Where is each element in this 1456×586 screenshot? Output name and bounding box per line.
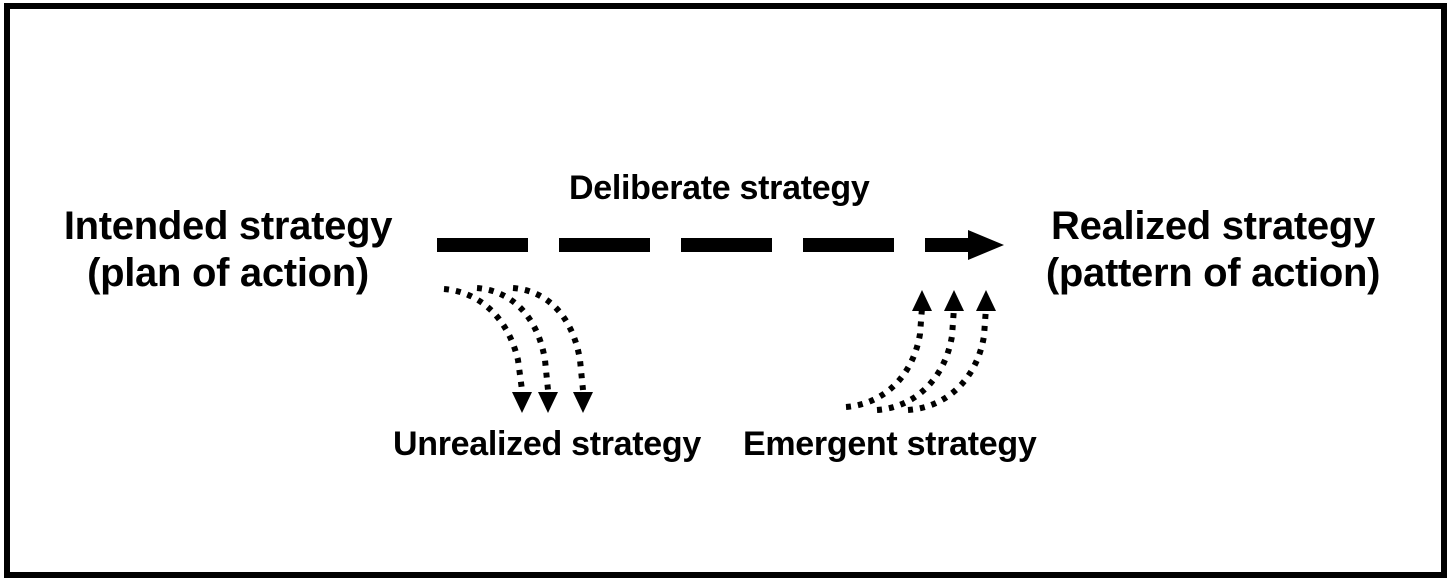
label-deliberate-strategy: Deliberate strategy <box>569 169 870 207</box>
unrealized-curve-3 <box>512 285 586 391</box>
unrealized-arrowhead-icon-3 <box>573 392 593 413</box>
deliberate-dash-3 <box>681 238 772 252</box>
deliberate-dash-1 <box>437 238 528 252</box>
unrealized-arrowhead-icon-2 <box>538 392 558 413</box>
unrealized-curve-2 <box>476 285 551 391</box>
unrealized-strategy-arrows <box>443 285 586 391</box>
emergent-arrowhead-icon-2 <box>944 290 964 311</box>
emergent-curve-1 <box>845 307 925 410</box>
label-realized-strategy-line2: (pattern of action) <box>1045 251 1381 296</box>
outer-frame <box>4 3 1447 578</box>
label-emergent-strategy: Emergent strategy <box>743 425 1037 463</box>
label-intended-strategy-line2: (plan of action) <box>87 251 369 296</box>
emergent-curve-3 <box>907 307 989 413</box>
label-intended-strategy: Intended strategy (plan of action) <box>46 203 410 297</box>
deliberate-dash-5 <box>925 238 973 252</box>
deliberate-arrowhead-icon <box>968 230 1004 260</box>
unrealized-curve-1 <box>443 286 525 391</box>
unrealized-arrowhead-icon-1 <box>512 392 532 413</box>
deliberate-dash-4 <box>803 238 894 252</box>
emergent-arrowhead-icon-1 <box>912 290 932 311</box>
emergent-curve-2 <box>876 307 957 413</box>
emergent-arrowheads <box>912 290 996 311</box>
label-realized-strategy: Realized strategy (pattern of action) <box>1032 203 1394 297</box>
label-unrealized-strategy: Unrealized strategy <box>393 425 701 463</box>
deliberate-dash-2 <box>559 238 650 252</box>
label-realized-strategy-line1: Realized strategy <box>1051 204 1375 248</box>
deliberate-strategy-arrow <box>437 230 1004 260</box>
label-intended-strategy-line1: Intended strategy <box>63 204 393 248</box>
emergent-strategy-arrows <box>845 307 989 413</box>
emergent-arrowhead-icon-3 <box>976 290 996 311</box>
unrealized-arrowheads <box>512 392 593 413</box>
